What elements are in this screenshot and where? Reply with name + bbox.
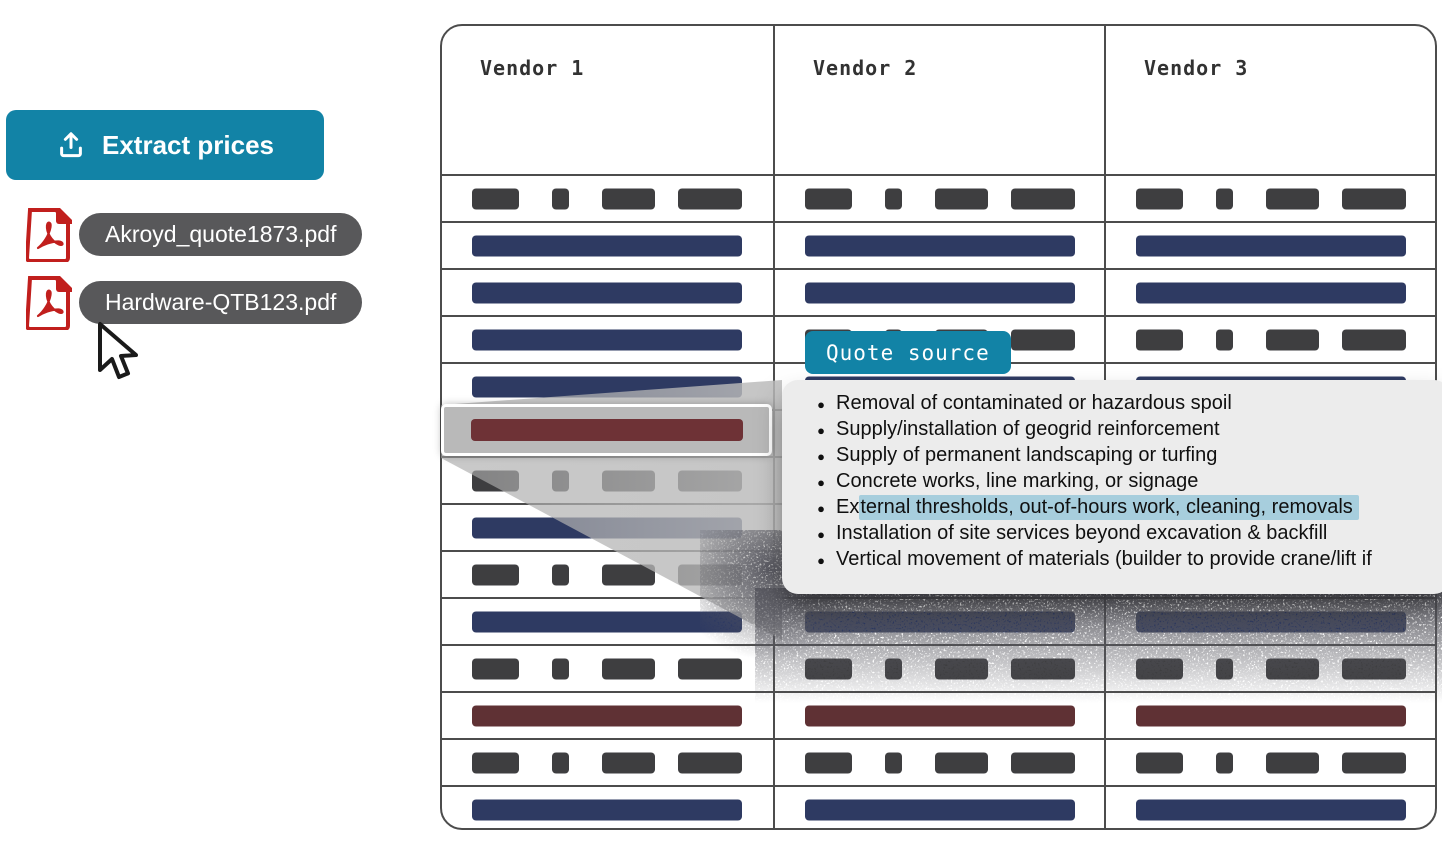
table-row	[442, 738, 1435, 785]
placeholder-bar-navy	[472, 799, 742, 820]
placeholder-chips	[1136, 188, 1406, 209]
upload-icon	[60, 132, 82, 158]
table-cell	[442, 646, 773, 691]
table-cell	[442, 270, 773, 315]
table-cell	[442, 223, 773, 268]
placeholder-chips	[472, 658, 742, 679]
bullet-icon: ●	[817, 501, 825, 516]
table-cell	[1104, 317, 1435, 362]
bullet-icon: ●	[817, 449, 825, 464]
table-row	[442, 785, 1435, 828]
quote-source-popover: ●Removal of contaminated or hazardous sp…	[782, 380, 1442, 594]
extract-prices-button[interactable]: Extract prices	[6, 110, 324, 180]
pdf-file-icon	[26, 208, 72, 262]
bullet-icon: ●	[817, 527, 825, 542]
table-row	[442, 174, 1435, 221]
table-cell	[442, 787, 773, 828]
uploaded-file-1[interactable]: Akroyd_quote1873.pdf	[26, 206, 363, 262]
uploaded-file-2[interactable]: Hardware-QTB123.pdf	[26, 274, 363, 330]
extract-prices-label: Extract prices	[102, 129, 274, 160]
table-row	[442, 268, 1435, 315]
column-header-vendor-1: Vendor 1	[480, 56, 585, 80]
placeholder-chips	[805, 752, 1075, 773]
table-row	[442, 691, 1435, 738]
placeholder-bar-maroon	[1136, 705, 1406, 726]
table-row	[442, 221, 1435, 268]
table-cell	[773, 176, 1104, 221]
column-header-vendor-2: Vendor 2	[773, 26, 1104, 174]
placeholder-bar-navy	[805, 235, 1075, 256]
file-name-pill[interactable]: Hardware-QTB123.pdf	[79, 280, 363, 324]
exclusion-item: ●Removal of contaminated or hazardous sp…	[806, 392, 1442, 418]
table-cell	[1104, 270, 1435, 315]
table-cell	[773, 740, 1104, 785]
placeholder-bar-navy	[472, 611, 742, 632]
column-header-vendor-3: Vendor 3	[1104, 26, 1435, 174]
placeholder-bar-navy	[805, 799, 1075, 820]
table-cell	[442, 176, 773, 221]
table-cell	[1104, 740, 1435, 785]
highlighted-text: ternal thresholds, out-of-hours work, cl…	[859, 495, 1359, 520]
table-header-row: Vendor 1 Vendor 2 Vendor 3	[442, 26, 1435, 174]
table-cell	[442, 740, 773, 785]
table-cell	[442, 599, 773, 644]
bullet-icon: ●	[817, 423, 825, 438]
placeholder-chips	[1136, 329, 1406, 350]
table-cell	[442, 693, 773, 738]
exclusions-list: ●Removal of contaminated or hazardous sp…	[806, 392, 1442, 574]
table-cell	[1104, 176, 1435, 221]
table-cell	[773, 270, 1104, 315]
bullet-icon: ●	[817, 553, 825, 568]
table-cell	[1104, 223, 1435, 268]
quote-source-tag: Quote source	[805, 331, 1011, 374]
placeholder-bar-maroon	[805, 705, 1075, 726]
table-cell	[773, 787, 1104, 828]
table-cell	[1104, 787, 1435, 828]
exclusion-item: ●External thresholds, out-of-hours work,…	[806, 495, 1442, 522]
file-name-pill[interactable]: Akroyd_quote1873.pdf	[79, 212, 363, 256]
placeholder-bar-navy	[805, 282, 1075, 303]
exclusion-item: ●Concrete works, line marking, or signag…	[806, 470, 1442, 496]
mouse-cursor-icon	[98, 322, 138, 379]
placeholder-bar-maroon	[471, 419, 743, 441]
bullet-icon: ●	[817, 475, 825, 490]
exclusion-item: ●Installation of site services beyond ex…	[806, 522, 1442, 548]
dissolve-noise	[755, 588, 1442, 703]
placeholder-bar-navy	[1136, 282, 1406, 303]
placeholder-bar-navy	[472, 235, 742, 256]
highlighted-table-row[interactable]	[441, 404, 772, 456]
placeholder-bar-navy	[1136, 799, 1406, 820]
exclusion-item: ●Supply/installation of geogrid reinforc…	[806, 418, 1442, 444]
exclusion-item: ●Supply of permanent landscaping or turf…	[806, 444, 1442, 470]
table-cell	[1104, 693, 1435, 738]
bullet-icon: ●	[817, 397, 825, 412]
placeholder-chips	[805, 188, 1075, 209]
placeholder-bar-navy	[1136, 235, 1406, 256]
quote-source-label: Quote source	[826, 340, 990, 365]
table-cell	[773, 223, 1104, 268]
pdf-file-icon	[26, 276, 72, 330]
placeholder-chips	[472, 188, 742, 209]
placeholder-bar-maroon	[472, 705, 742, 726]
placeholder-chips	[1136, 752, 1406, 773]
table-cell	[442, 317, 773, 362]
placeholder-chips	[472, 752, 742, 773]
table-cell	[773, 693, 1104, 738]
placeholder-bar-navy	[472, 282, 742, 303]
placeholder-bar-navy	[472, 329, 742, 350]
exclusion-item: ●Vertical movement of materials (builder…	[806, 548, 1442, 574]
